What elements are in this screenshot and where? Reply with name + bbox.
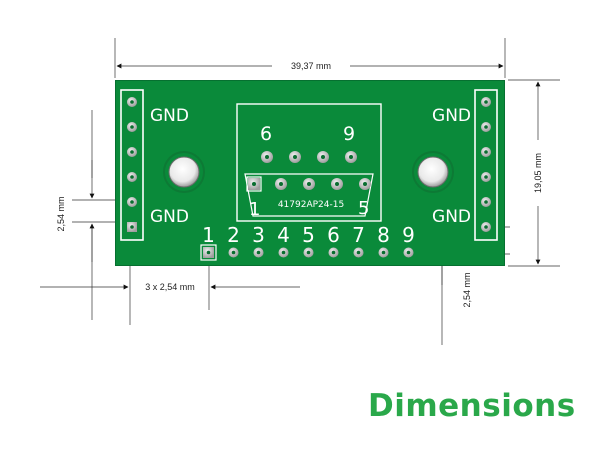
header-number: 3 — [252, 223, 265, 247]
right-header-pads — [481, 97, 491, 232]
header-number: 4 — [277, 223, 290, 247]
bottom-pitch-label: 2,54 mm — [462, 272, 472, 307]
gnd-label-top-right: GND — [432, 106, 471, 126]
pin-label-9: 9 — [343, 123, 355, 145]
height-dimension-label: 19,05 mm — [533, 153, 543, 193]
header-pin1-marker — [200, 244, 217, 261]
bottom-header-pads — [203, 247, 414, 258]
pin-label-6: 6 — [260, 123, 272, 145]
header-number: 5 — [302, 223, 315, 247]
connector-pads-top — [261, 151, 357, 163]
pin-label-5: 5 — [358, 198, 369, 219]
header-number: 6 — [327, 223, 340, 247]
pcb-edge — [115, 80, 505, 266]
left-pitch-label: 2,54 mm — [56, 196, 66, 231]
dsub-outline — [244, 173, 374, 217]
connector-pads-bottom — [248, 178, 371, 190]
footer-title: Dimensions — [368, 388, 576, 424]
spacing-dimension-label: 3 x 2,54 mm — [145, 282, 195, 292]
gnd-label-bottom-left: GND — [150, 207, 189, 227]
left-header-pads — [127, 97, 137, 232]
header-number: 8 — [377, 223, 390, 247]
header-number-row: 1 2 3 4 5 6 7 8 9 — [202, 223, 415, 247]
gnd-label-top-left: GND — [150, 106, 189, 126]
connector-outline — [236, 103, 382, 222]
part-number: 41792AP24-15 — [278, 200, 344, 210]
pin-label-1: 1 — [249, 199, 260, 220]
header-number: 7 — [352, 223, 365, 247]
pcb-board: GND GND GND GND 6 9 1 5 41792AP24-15 1 2… — [115, 80, 505, 266]
width-dimension-label: 39,37 mm — [291, 61, 331, 71]
header-number: 2 — [227, 223, 240, 247]
left-header-outline — [120, 89, 144, 241]
pin1-marker — [246, 176, 262, 192]
header-number: 1 — [202, 223, 215, 247]
gnd-label-bottom-right: GND — [432, 207, 471, 227]
header-number: 9 — [402, 223, 415, 247]
right-header-outline — [474, 89, 498, 241]
